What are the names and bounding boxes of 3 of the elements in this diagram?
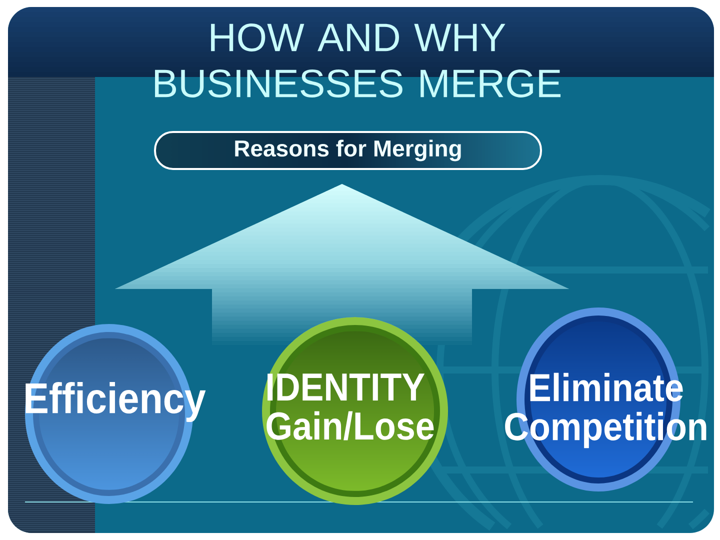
slide-title: HOW AND WHY BUSINESSES MERGE (155, 24, 561, 98)
pill-box: Reasons for Merging (154, 131, 542, 170)
block-arrow (115, 184, 569, 345)
